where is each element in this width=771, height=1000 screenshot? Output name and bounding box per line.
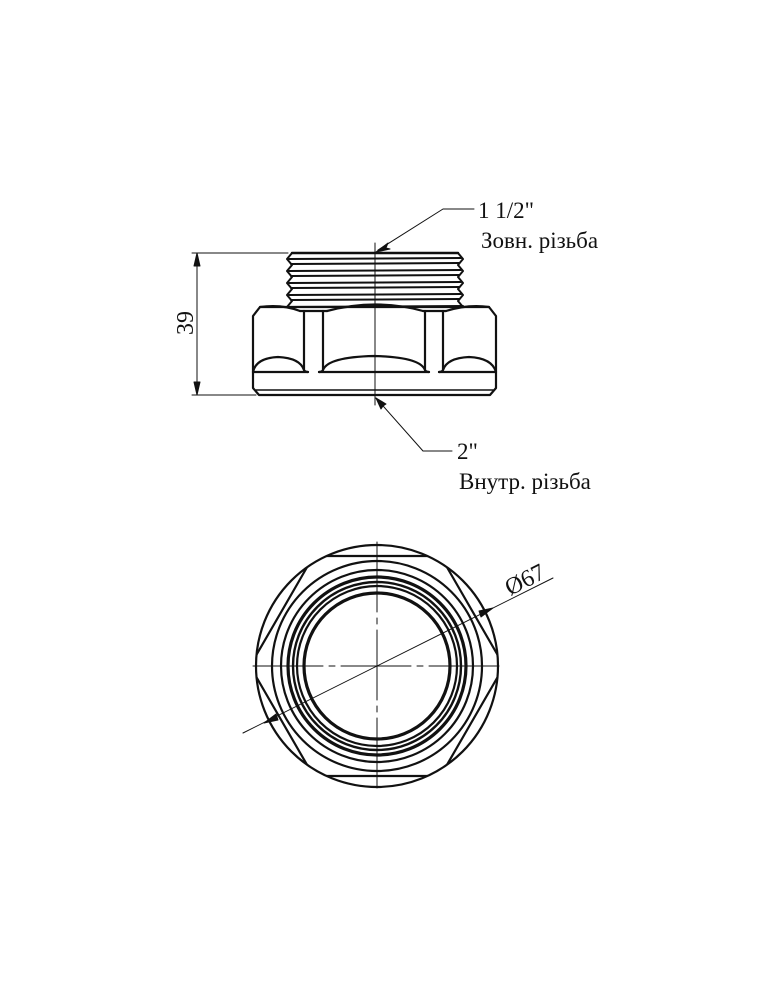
bottom-thread-leader xyxy=(375,397,453,452)
side-view xyxy=(191,208,498,452)
bottom-thread-size: 2" xyxy=(457,439,478,464)
height-dimension-label: 39 xyxy=(173,311,199,335)
diameter-dimension-line xyxy=(242,577,554,734)
height-dimension xyxy=(191,252,289,396)
diameter-label: Ø67 xyxy=(501,559,550,601)
top-thread-description: Зовн. різьба xyxy=(481,228,598,253)
top-thread-leader xyxy=(375,208,475,253)
top-thread-size: 1 1/2" xyxy=(478,198,534,223)
bottom-thread-description: Внутр. різьба xyxy=(459,469,591,494)
